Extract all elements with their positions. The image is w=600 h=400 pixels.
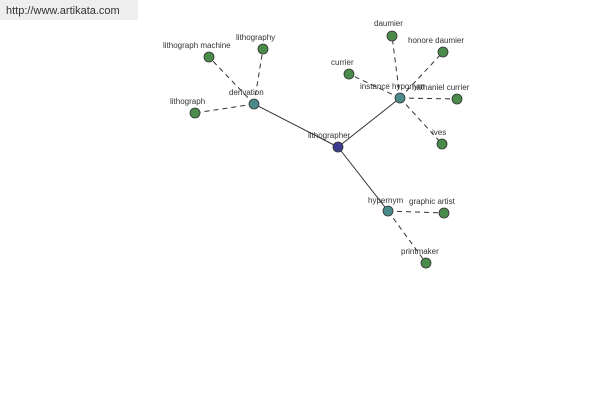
node-instance-hyponym[interactable] — [394, 92, 406, 104]
label-derivation[interactable]: derivation — [229, 88, 264, 97]
edge-instance_hyponym-honore_daumier — [399, 51, 444, 99]
label-instance-hyponym[interactable]: instance hyponym — [360, 82, 425, 91]
node-hypernym[interactable] — [382, 205, 394, 217]
label-nathaniel-currier[interactable]: nathaniel currier — [412, 83, 470, 92]
node-daumier[interactable] — [386, 30, 398, 42]
node-currier[interactable] — [343, 68, 355, 80]
edge-derivation-lithography — [253, 48, 264, 105]
label-hypernym[interactable]: hypernym — [368, 196, 403, 205]
edge-instance_hyponym-ives — [399, 97, 443, 145]
node-lithographer[interactable] — [332, 141, 344, 153]
label-daumier[interactable]: daumier — [374, 19, 403, 28]
edge-instance_hyponym-daumier — [391, 35, 401, 99]
labels-layer: lithographer derivation instance hyponym hy… — [163, 19, 470, 256]
label-printmaker[interactable]: printmaker — [401, 247, 439, 256]
edge-hypernym-graphic_artist — [387, 210, 445, 214]
edge-lithographer-instance_hyponym — [337, 97, 401, 148]
node-lithograph-machine[interactable] — [203, 51, 215, 63]
edge-instance_hyponym-nathaniel_currier — [399, 97, 458, 100]
label-lithograph-machine[interactable]: lithograph machine — [163, 41, 231, 50]
nodes-layer — [189, 30, 463, 269]
edge-derivation-lithograph_machine — [208, 56, 255, 105]
edge-hypernym-printmaker — [387, 210, 427, 264]
label-honore-daumier[interactable]: honore daumier — [408, 36, 464, 45]
edge-lithographer-hypernym — [337, 146, 389, 212]
edges-layer — [194, 35, 458, 264]
node-lithograph[interactable] — [189, 107, 201, 119]
node-lithography[interactable] — [257, 43, 269, 55]
label-ives[interactable]: ives — [432, 128, 446, 137]
node-honore-daumier[interactable] — [437, 46, 449, 58]
label-lithography[interactable]: lithography — [236, 33, 275, 42]
node-nathaniel-currier[interactable] — [451, 93, 463, 105]
node-ives[interactable] — [436, 138, 448, 150]
node-printmaker[interactable] — [420, 257, 432, 269]
edge-derivation-lithograph — [194, 103, 255, 114]
label-graphic-artist[interactable]: graphic artist — [409, 197, 456, 206]
edge-lithographer-derivation — [253, 103, 339, 148]
label-lithographer[interactable]: lithographer — [308, 131, 351, 140]
node-derivation[interactable] — [248, 98, 260, 110]
source-url[interactable]: http://www.artikata.com — [0, 0, 138, 20]
label-currier[interactable]: currier — [331, 58, 354, 67]
label-lithograph[interactable]: lithograph — [170, 97, 205, 106]
node-graphic-artist[interactable] — [438, 207, 450, 219]
edge-instance_hyponym-currier — [348, 73, 401, 99]
